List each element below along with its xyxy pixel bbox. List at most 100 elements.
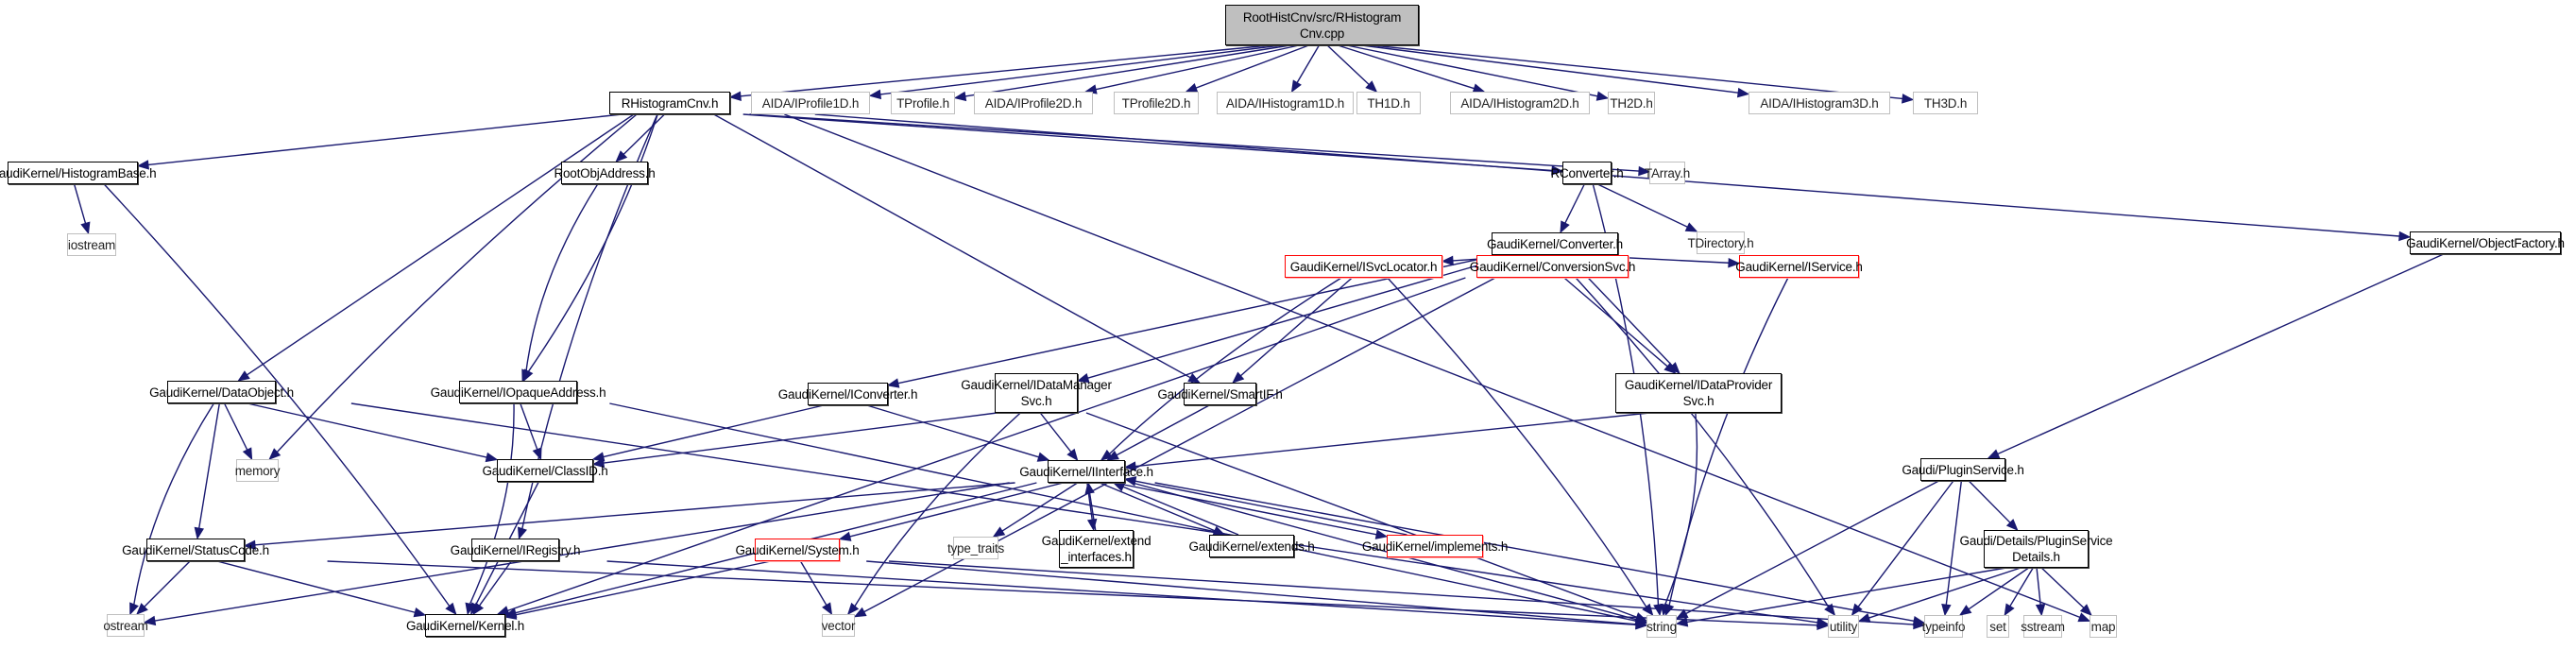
node-map[interactable]: map (2090, 615, 2117, 638)
arrowhead-idataprov-to-iinterface (1123, 461, 1136, 471)
node-label: GaudiKernel/extends.h (1188, 539, 1315, 554)
node-dataobject[interactable]: GaudiKernel/DataObject.h (149, 381, 294, 403)
node-label: AIDA/IHistogram1D.h (1225, 95, 1345, 111)
node-rconverter[interactable]: RConverter.h (1550, 162, 1624, 184)
arrowhead-rhistcnv-to-iregistry (517, 526, 527, 540)
node-smartif[interactable]: GaudiKernel/SmartIF.h (1157, 383, 1283, 405)
node-extends[interactable]: GaudiKernel/extends.h (1188, 535, 1315, 557)
node-utility[interactable]: utility (1828, 615, 1859, 638)
edge-idatamgr-to-string (1085, 412, 1637, 618)
arrowhead-rhistcnv-to-histbase (136, 160, 149, 170)
node-label: AIDA/IProfile2D.h (984, 95, 1083, 111)
node-label: string (1646, 619, 1677, 634)
node-label: GaudiKernel/ConversionSvc.h (1469, 259, 1636, 274)
arrowhead-root-to-tprofile (953, 91, 967, 102)
node-label: utility (1829, 619, 1858, 634)
edge-statuscode-to-ostream (144, 560, 191, 607)
node-extendif[interactable]: GaudiKernel/extend _interfaces.h (1042, 530, 1152, 568)
node-pluginsvc[interactable]: Gaudi/PluginService.h (1902, 458, 2024, 481)
edge-dataobject-to-memory (223, 402, 248, 451)
arrowhead-dataobject-to-statuscode (194, 526, 204, 540)
node-aida_p2d[interactable]: AIDA/IProfile2D.h (974, 92, 1093, 114)
arrowhead-rootobjaddr-to-iopaqueaddr (521, 368, 532, 383)
node-rhistcnv[interactable]: RHistogramCnv.h (609, 92, 730, 114)
node-string[interactable]: string (1646, 615, 1677, 638)
arrowhead-root-to-th1d (1365, 80, 1378, 93)
edge-rhistcnv-to-histbase (147, 113, 623, 166)
edge-dataobject-to-statuscode (198, 402, 220, 529)
edge-statuscode-to-utility (327, 560, 1818, 626)
node-memory[interactable]: memory (235, 459, 280, 482)
arrowhead-plugindetails-to-typeinfo (1958, 605, 1972, 616)
node-iconverter[interactable]: GaudiKernel/IConverter.h (778, 383, 917, 405)
node-iostream[interactable]: iostream (67, 233, 116, 256)
edge-rhistcnv-to-dataobject (247, 113, 635, 376)
node-implements[interactable]: GaudiKernel/implements.h (1362, 535, 1508, 557)
node-converter[interactable]: GaudiKernel/Converter.h (1487, 232, 1623, 255)
node-conversionsvc[interactable]: GaudiKernel/ConversionSvc.h (1470, 255, 1635, 278)
node-tdirectory[interactable]: TDirectory.h (1687, 231, 1754, 254)
node-histbase[interactable]: GaudiKernel/HistogramBase.h (0, 162, 157, 184)
node-idataprov[interactable]: GaudiKernel/IDataProvider Svc.h (1615, 373, 1782, 413)
edge-root-to-aida_p1d (879, 44, 1282, 95)
arrowhead-iconverter-to-classid (591, 452, 606, 462)
edge-iopaqueaddr-to-string (609, 402, 1637, 623)
edge-rhistcnv-to-map (784, 113, 2081, 619)
node-aida_h2d[interactable]: AIDA/IHistogram2D.h (1450, 92, 1590, 114)
edge-root-to-th2d (1346, 44, 1598, 97)
edge-rconverter-to-converter (1564, 183, 1585, 224)
node-label: GaudiKernel/IOpaqueAddress.h (430, 385, 606, 400)
arrowhead-rconverter-to-tdirectory (1684, 222, 1698, 232)
node-iservice[interactable]: GaudiKernel/IService.h (1735, 255, 1863, 278)
edge-pluginsvc-to-string (1685, 480, 1939, 615)
node-statuscode[interactable]: GaudiKernel/StatusCode.h (122, 539, 269, 561)
node-set[interactable]: set (1987, 615, 2009, 638)
node-label: GaudiKernel/IConverter.h (777, 386, 918, 402)
edge-rhistcnv-to-tarray (749, 113, 1640, 172)
edge-root-to-aida_p2d (1095, 44, 1300, 91)
node-idatamgr[interactable]: GaudiKernel/IDataManager Svc.h (961, 373, 1112, 413)
edge-iopaqueaddr-to-classid (520, 402, 538, 450)
edge-dataobject-to-classid (247, 402, 487, 458)
node-rootobjaddr[interactable]: RootObjAddress.h (554, 162, 656, 184)
edge-root-to-tprofile2d (1195, 44, 1309, 89)
arrowhead-root-to-th2d (1595, 91, 1610, 101)
node-typeinfo[interactable]: typeinfo (1922, 615, 1966, 638)
node-ostream[interactable]: ostream (103, 614, 148, 637)
node-objfactory[interactable]: GaudiKernel/ObjectFactory.h (2406, 231, 2565, 254)
node-vector[interactable]: vector (822, 614, 855, 637)
node-label: Gaudi/Details/PluginService Details.h (1959, 534, 2113, 564)
arrowhead-system-to-string (1635, 619, 1648, 629)
node-iregistry[interactable]: GaudiKernel/IRegistry.h (451, 539, 581, 561)
node-tprofile[interactable]: TProfile.h (891, 92, 955, 114)
node-th3d[interactable]: TH3D.h (1913, 92, 1978, 114)
node-th2d[interactable]: TH2D.h (1608, 92, 1655, 114)
node-th1d[interactable]: TH1D.h (1356, 92, 1421, 114)
node-typetraits[interactable]: type_traits (947, 537, 1004, 559)
node-label: GaudiKernel/IDataManager Svc.h (961, 378, 1112, 408)
node-sstream[interactable]: sstream (2021, 615, 2065, 638)
node-kernel[interactable]: GaudiKernel/Kernel.h (406, 614, 524, 637)
node-label: TH3D.h (1923, 95, 1968, 111)
node-aida_h3d[interactable]: AIDA/IHistogram3D.h (1749, 92, 1890, 114)
node-tarray[interactable]: TArray.h (1645, 162, 1690, 184)
node-classid[interactable]: GaudiKernel/ClassID.h (482, 459, 608, 482)
node-plugindetails[interactable]: Gaudi/Details/PluginService Details.h (1960, 530, 2113, 568)
node-label: GaudiKernel/extend _interfaces.h (1041, 534, 1152, 564)
edge-pluginsvc-to-utility (1857, 480, 1954, 607)
arrowhead-root-to-aida_p1d (868, 89, 882, 100)
node-iopaqueaddr[interactable]: GaudiKernel/IOpaqueAddress.h (431, 381, 606, 403)
node-aida_p1d[interactable]: AIDA/IProfile1D.h (751, 92, 870, 114)
arrowhead-extendif-to-iinterface (1084, 481, 1095, 495)
node-label: GaudiKernel/ISvcLocator.h (1289, 259, 1438, 274)
node-label: GaudiKernel/ClassID.h (482, 463, 608, 478)
node-tprofile2d[interactable]: TProfile2D.h (1114, 92, 1199, 114)
arrowhead-root-to-aida_h1d (1290, 79, 1302, 94)
node-iinterface[interactable]: GaudiKernel/IInterface.h (1019, 460, 1153, 483)
node-isvclocator[interactable]: GaudiKernel/ISvcLocator.h (1285, 255, 1442, 278)
node-aida_h1d[interactable]: AIDA/IHistogram1D.h (1217, 92, 1354, 114)
node-system[interactable]: GaudiKernel/System.h (735, 539, 860, 561)
edge-smartif-to-iinterface (1116, 404, 1210, 456)
node-label: GaudiKernel/Converter.h (1487, 236, 1623, 251)
